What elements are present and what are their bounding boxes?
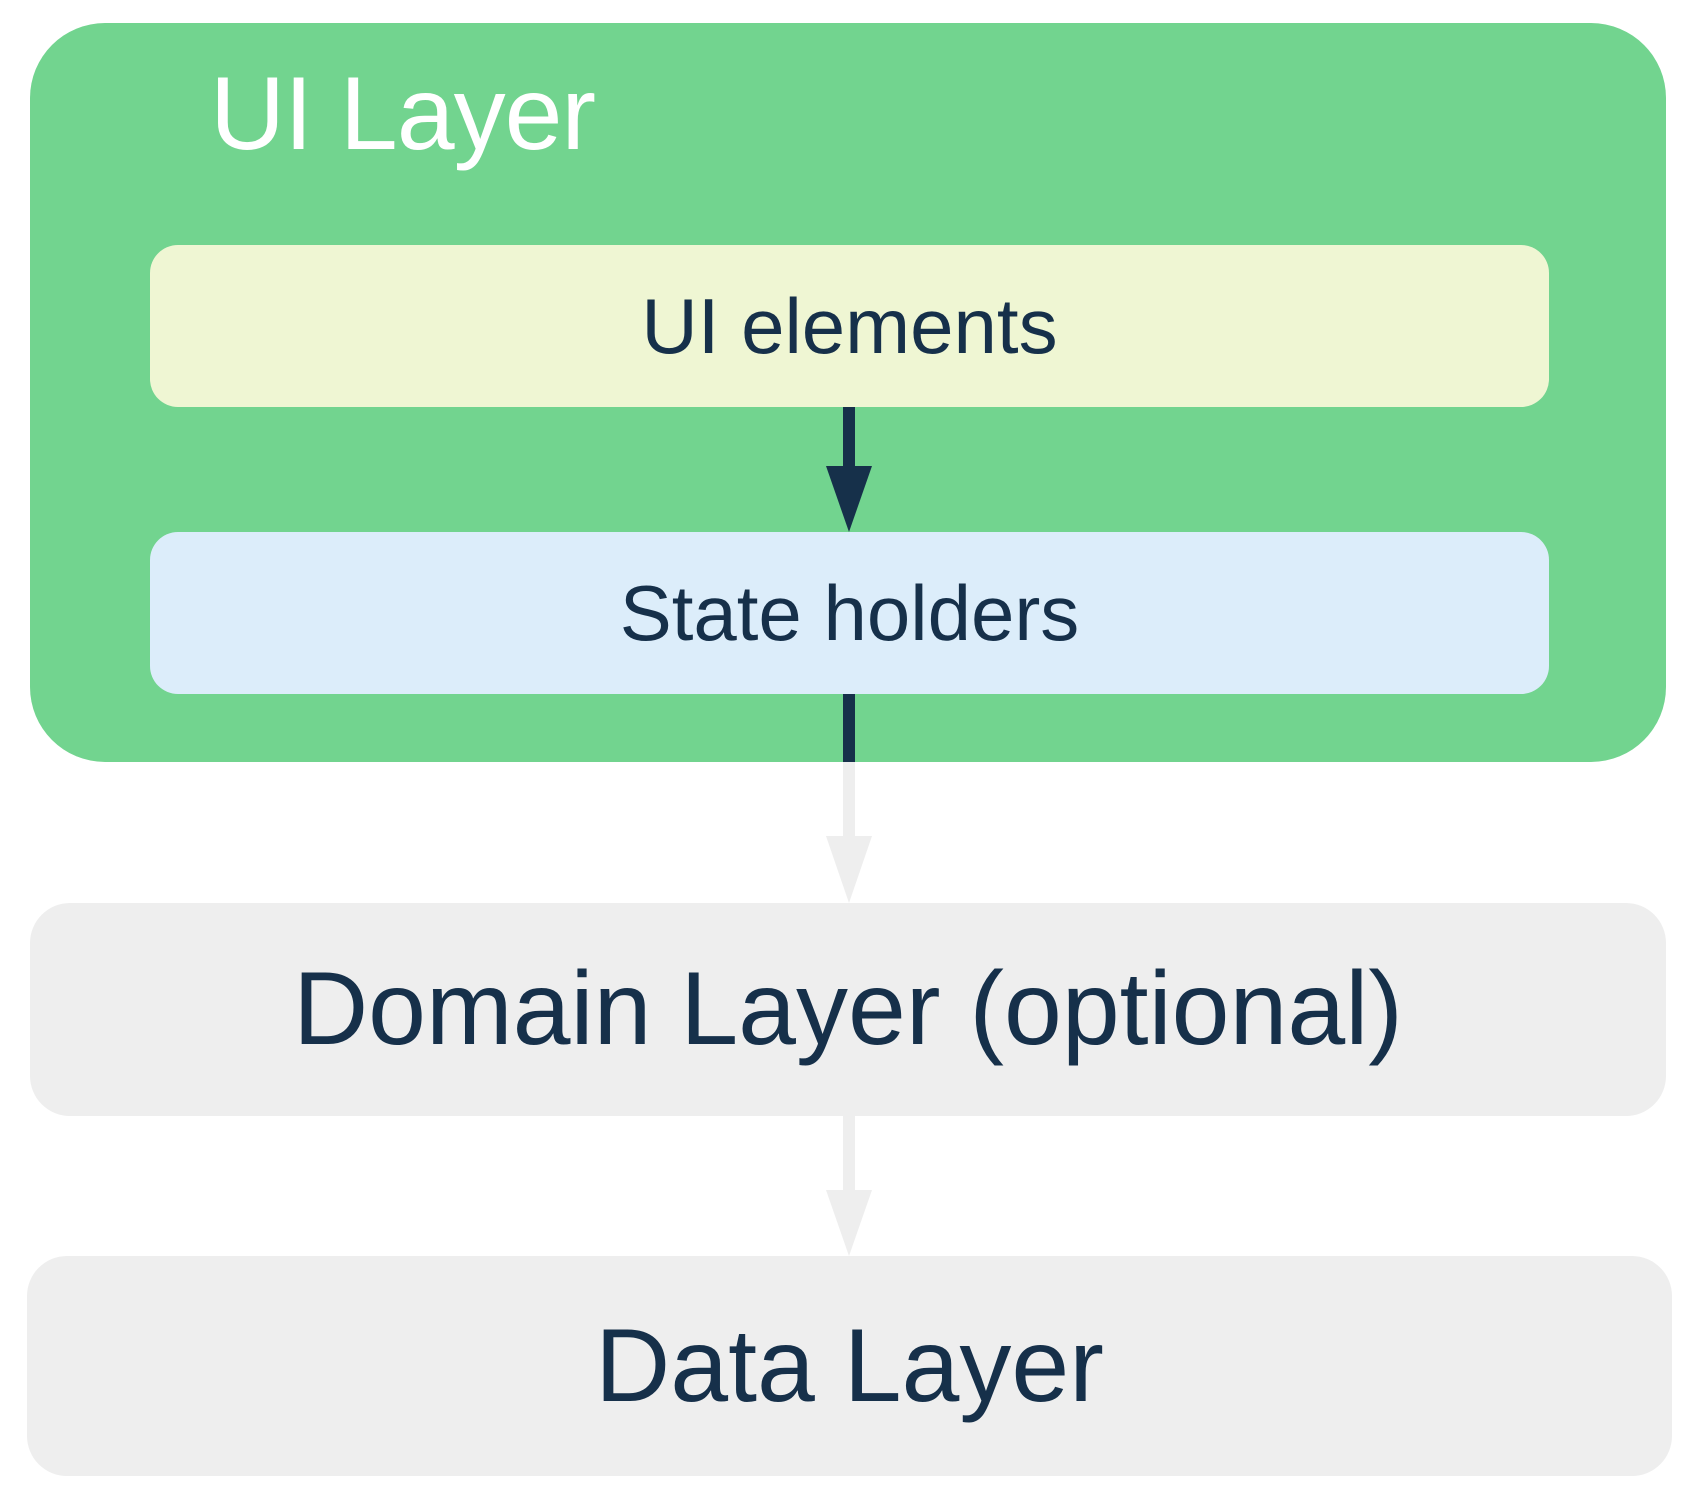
- data-layer-label: Data Layer: [595, 1307, 1104, 1424]
- arrow-domain-to-data-head: [826, 1190, 872, 1256]
- ui-elements-box: UI elements: [150, 245, 1549, 407]
- state-holders-label: State holders: [619, 568, 1080, 657]
- data-layer-box: Data Layer: [27, 1256, 1672, 1476]
- ui-elements-label: UI elements: [641, 281, 1058, 370]
- domain-layer-box: Domain Layer (optional): [30, 903, 1666, 1116]
- state-holders-box: State holders: [150, 532, 1549, 694]
- arrow-state-holders-to-domain-head: [826, 836, 872, 903]
- domain-layer-label: Domain Layer (optional): [293, 951, 1403, 1067]
- ui-layer-title: UI Layer: [210, 56, 596, 172]
